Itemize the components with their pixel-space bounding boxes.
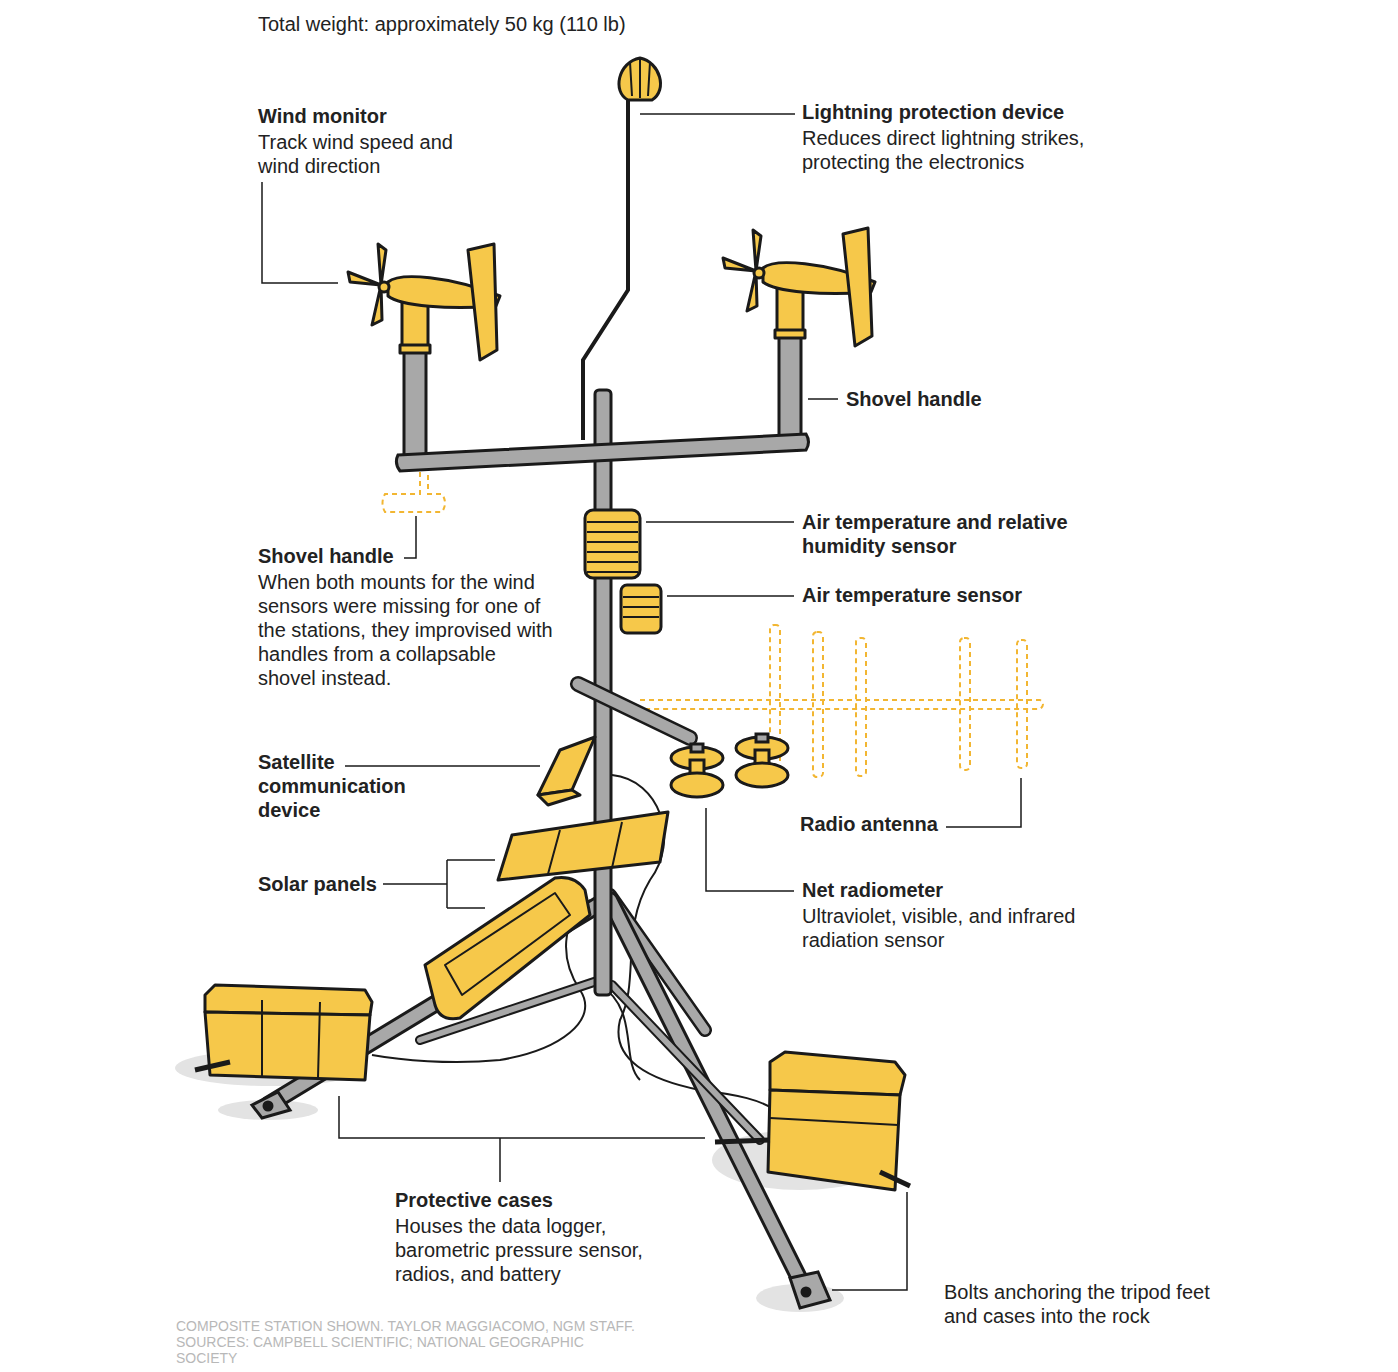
callout-heading: Shovel handle <box>258 544 458 568</box>
tripod-foot <box>252 1092 830 1308</box>
callout-text: When both mounts for the wind sensors we… <box>258 570 558 690</box>
temperature-sensor <box>585 510 661 633</box>
tripod-foot <box>264 1102 272 1110</box>
tripod-foot <box>802 1288 810 1296</box>
callout-text: Reduces direct lightning strikes, protec… <box>802 126 1142 174</box>
temperature-sensor <box>621 585 661 633</box>
credit-caption: COMPOSITE STATION SHOWN. TAYLOR MAGGIACO… <box>176 1318 636 1366</box>
protective-case <box>880 1172 910 1186</box>
callout-text: Track wind speed and wind direction <box>258 130 488 178</box>
lightning-rod <box>583 90 628 440</box>
radiometer-arm <box>578 684 690 738</box>
satellite-device <box>538 737 595 795</box>
leader-line <box>640 113 795 115</box>
callout-heading: Solar panels <box>258 872 388 896</box>
radio-antenna-dashed <box>813 632 823 777</box>
callout-heading: Radio antenna <box>800 812 950 836</box>
leader-line <box>404 516 416 558</box>
radio-antenna-dashed <box>1017 640 1027 768</box>
callout-heading: Satellite communication device <box>258 750 428 822</box>
leader-line <box>262 114 1021 1290</box>
net-radiometer <box>691 744 703 752</box>
callout-heading: Air temperature sensor <box>802 583 1102 607</box>
wind-monitor <box>754 268 764 278</box>
temperature-sensor <box>587 522 638 572</box>
wind-monitor <box>843 228 872 346</box>
tripod-foot <box>252 1092 290 1118</box>
callout-heading: Net radiometer <box>802 878 1102 902</box>
callout-heading: Lightning protection device <box>802 100 1162 124</box>
protective-case <box>195 985 910 1190</box>
net-radiometer <box>671 734 788 797</box>
net-radiometer <box>736 763 788 787</box>
callout-text: Bolts anchoring the tripod feet and case… <box>944 1280 1244 1328</box>
callout-heading: Shovel handle <box>846 387 1046 411</box>
lightning-rod <box>619 58 661 100</box>
protective-case <box>770 1118 898 1125</box>
wind-monitor <box>379 282 389 292</box>
callout-heading: Air temperature and relative humidity se… <box>802 510 1102 558</box>
protective-case <box>768 1090 900 1190</box>
solar-panel <box>425 878 590 1019</box>
protective-case <box>205 1012 370 1080</box>
wind-monitor <box>348 228 875 360</box>
satellite-device <box>538 790 580 805</box>
radio-antenna-dashed <box>960 638 970 770</box>
leader-line <box>667 595 794 597</box>
leader-line <box>808 398 838 400</box>
radio-antenna-dashed <box>640 700 1043 709</box>
net-radiometer <box>671 773 723 797</box>
radio-antenna-dashed <box>856 638 866 776</box>
radio-antenna-dashed <box>640 625 1043 777</box>
tripod-foot <box>790 1272 830 1308</box>
mast <box>404 350 426 460</box>
net-radiometer <box>756 734 768 742</box>
protective-case <box>262 1000 320 1078</box>
protective-case <box>770 1052 905 1095</box>
leader-line <box>946 778 1021 827</box>
wind-monitor <box>400 345 430 353</box>
wind-monitor <box>468 244 497 360</box>
lightning-rod <box>630 58 650 98</box>
tripod-leg <box>612 985 760 1140</box>
tripod-leg <box>612 985 760 1140</box>
shovel-handle-dashed <box>383 472 446 512</box>
temperature-sensor <box>623 597 659 617</box>
leader-line <box>262 182 338 283</box>
protective-case <box>715 1140 770 1142</box>
protective-case <box>205 985 372 1015</box>
mast <box>396 434 808 471</box>
callout-heading: Protective cases <box>395 1188 695 1212</box>
solar-panel <box>425 812 668 1019</box>
solar-panel <box>548 822 622 874</box>
callout-text: Ultraviolet, visible, and infrared radia… <box>802 904 1132 952</box>
solar-panel <box>498 812 668 880</box>
leader-line <box>832 1192 907 1290</box>
callout-heading: Wind monitor <box>258 104 498 128</box>
weight-note: Total weight: approximately 50 kg (110 l… <box>258 12 718 36</box>
cable <box>372 775 775 1110</box>
radiometer-arm <box>578 684 690 738</box>
satellite-device <box>538 737 595 805</box>
callout-text: Houses the data logger, barometric press… <box>395 1214 685 1286</box>
shovel-handle-dashed <box>383 472 446 512</box>
mast <box>779 335 801 445</box>
protective-case <box>195 1062 230 1070</box>
radiometer-arm <box>578 684 690 738</box>
leader-line <box>646 521 794 523</box>
wind-monitor <box>775 330 805 338</box>
leader-line <box>706 808 794 891</box>
lightning-rod <box>583 58 661 440</box>
leader-line <box>345 765 540 767</box>
temperature-sensor <box>585 510 640 578</box>
leader-line <box>339 1096 705 1182</box>
leader-line <box>383 860 495 908</box>
